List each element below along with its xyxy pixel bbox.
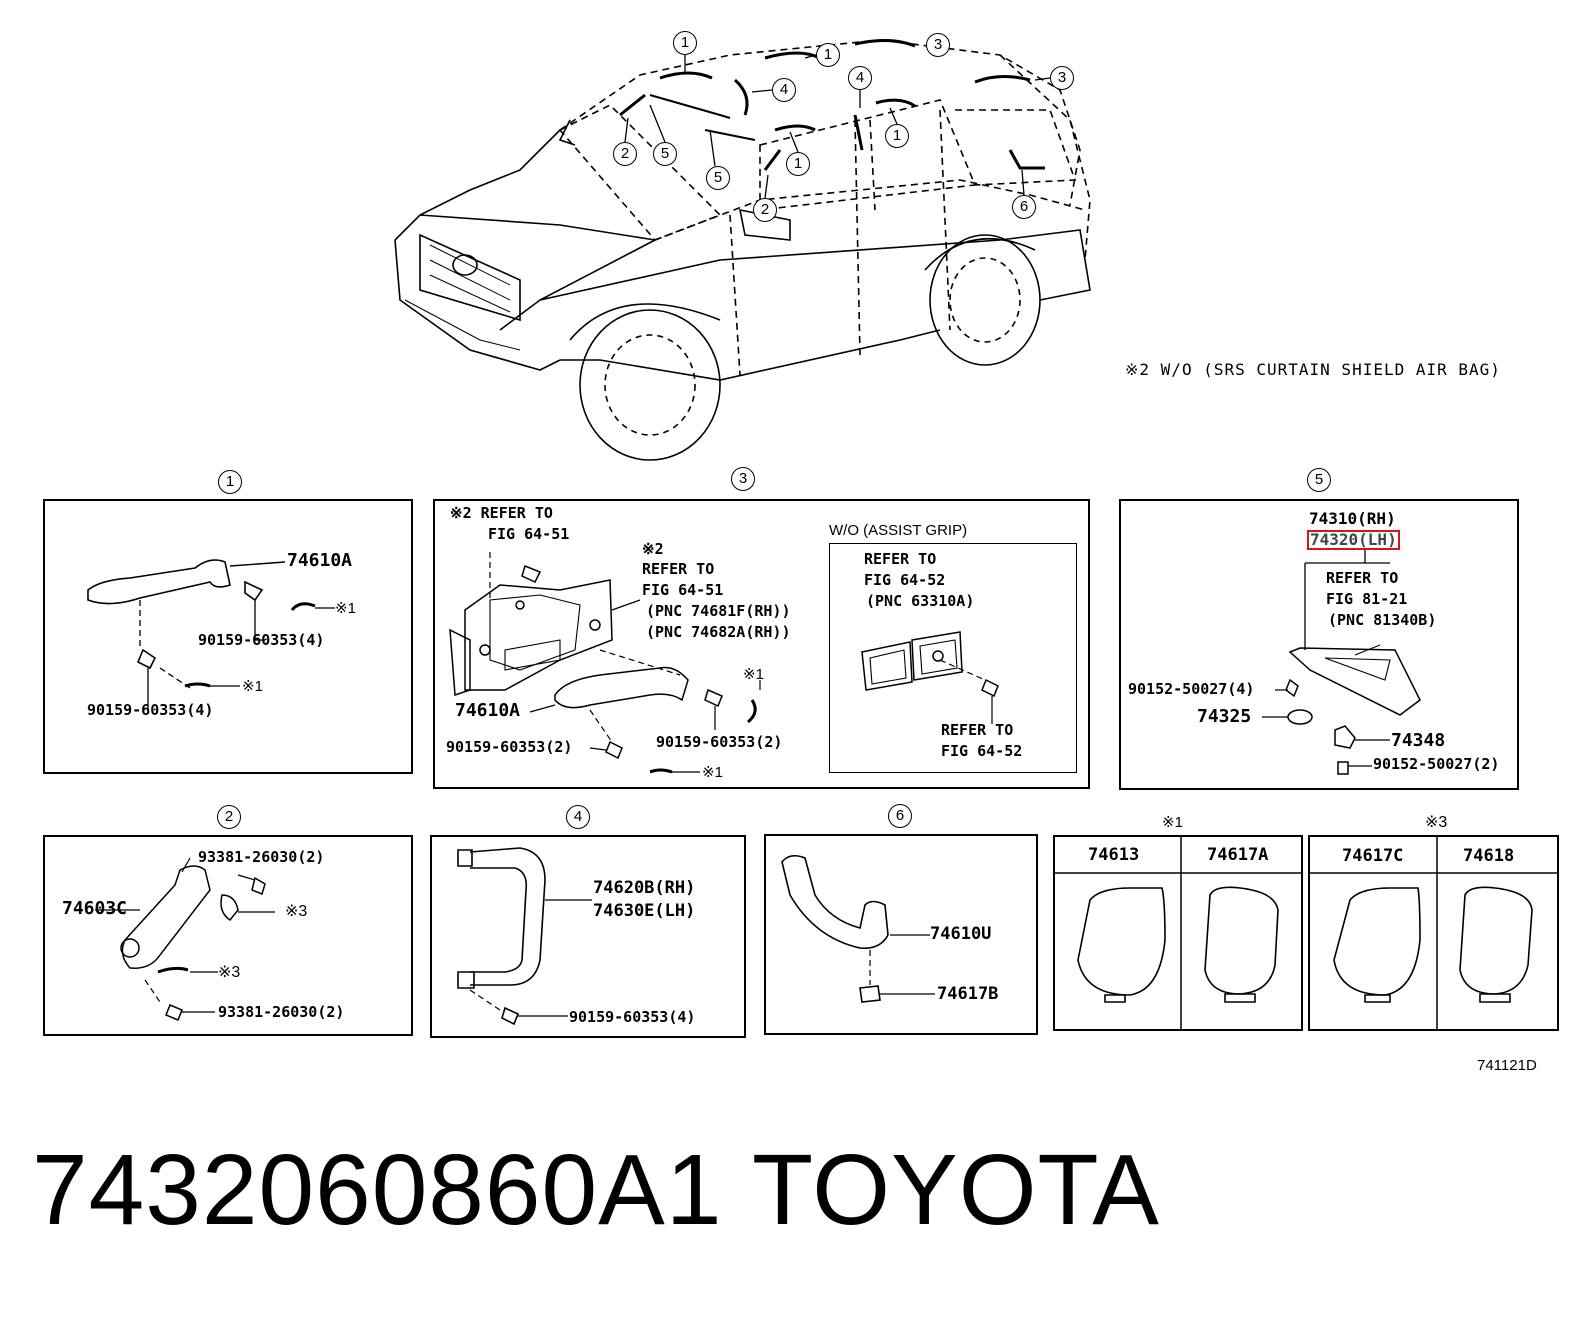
- panel2-note-3a: ※3: [285, 903, 308, 920]
- panel3-sub-ref-line2: FIG 64-52: [864, 571, 946, 589]
- caps1-col-74617A: 74617A: [1207, 845, 1269, 865]
- overview-callout-1: 1: [885, 124, 909, 148]
- panel6-frame: [764, 834, 1038, 1035]
- panel5-screw-upper: 90152-50027(4): [1128, 680, 1255, 698]
- overview-callout-2: 2: [613, 142, 637, 166]
- panel2-bolt-lower: 93381-26030(2): [218, 1003, 345, 1021]
- overview-callout-5: 5: [706, 166, 730, 190]
- caps3-frame: [1308, 835, 1559, 1031]
- panel5-screw-lower: 90152-50027(2): [1373, 755, 1500, 773]
- panel5-frame: [1119, 499, 1519, 790]
- panel4-part-lh: 74630E(LH): [593, 901, 696, 921]
- panel3-bolt-left: 90159-60353(2): [446, 738, 573, 756]
- overview-callout-6: 6: [1012, 195, 1036, 219]
- panel5-ref-line3: (PNC 81340B): [1328, 611, 1437, 629]
- panel2-number: 2: [217, 805, 241, 829]
- panel3-ref1-line1: ※2 REFER TO: [450, 504, 553, 522]
- panel5-part-74348: 74348: [1391, 730, 1446, 751]
- panel4-number: 4: [566, 805, 590, 829]
- panel2-frame: [43, 835, 413, 1036]
- panel6-art: [781, 854, 935, 1003]
- overview-callout-4: 4: [772, 78, 796, 102]
- panel3-sub-frame: [829, 543, 1077, 773]
- panel6-part-74610U: 74610U: [930, 924, 992, 944]
- panel2-part-74603C: 74603C: [62, 898, 128, 919]
- panel6-number: 6: [888, 804, 912, 828]
- panel4-art: [457, 847, 592, 1026]
- panel2-art: [95, 857, 275, 1021]
- panel1-art: [87, 559, 335, 710]
- overview-callout-3: 3: [1050, 66, 1074, 90]
- panel5-ref-line1: REFER TO: [1326, 569, 1399, 587]
- panel5-part-74325: 74325: [1197, 706, 1252, 727]
- panel3-sub-title: W/O (ASSIST GRIP): [829, 522, 968, 539]
- panel3-note-1b: ※1: [702, 764, 723, 781]
- panel3-sub-ref2-line1: REFER TO: [941, 721, 1014, 739]
- panel1-number: 1: [218, 470, 242, 494]
- panel4-part-rh: 74620B(RH): [593, 878, 696, 898]
- panel3-sub-ref-line1: REFER TO: [864, 550, 937, 568]
- overview-callout-2: 2: [753, 198, 777, 222]
- caps1-heading: ※1: [1162, 814, 1183, 831]
- panel3-art: [449, 552, 999, 774]
- panel5-art: [1262, 550, 1421, 775]
- panel3-note-1a: ※1: [743, 666, 764, 683]
- panel3-sub-ref2-line2: FIG 64-52: [941, 742, 1023, 760]
- panel1-bolt-upper: 90159-60353(4): [198, 631, 325, 649]
- footer-brand: TOYOTA: [752, 1134, 1160, 1246]
- panel5-number: 5: [1307, 468, 1331, 492]
- panel3-part-74610A: 74610A: [455, 700, 521, 721]
- panel6-part-74617B: 74617B: [937, 984, 999, 1004]
- panel5-part-lh-highlighted: 74320(LH): [1307, 530, 1400, 550]
- overview-callout-1: 1: [786, 152, 810, 176]
- panel3-sub-ref-line3: (PNC 63310A): [866, 592, 975, 610]
- panel5-part-rh: 74310(RH): [1309, 509, 1396, 528]
- panel2-bolt-upper: 93381-26030(2): [198, 848, 325, 866]
- panel3-number: 3: [731, 467, 755, 491]
- panel3-frame: [433, 499, 1090, 789]
- overview-callout-1: 1: [816, 43, 840, 67]
- panel3-ref2-line1: ※2: [642, 540, 664, 558]
- caps1-col-74613: 74613: [1088, 845, 1140, 865]
- panel1-note-1a: ※1: [335, 600, 356, 617]
- overview-note: ※2 W/O (SRS CURTAIN SHIELD AIR BAG): [1125, 360, 1501, 379]
- panel3-ref2-line3: FIG 64-51: [642, 581, 724, 599]
- footer-part-number: 7432060860A1: [32, 1134, 723, 1246]
- panel2-note-3b: ※3: [218, 964, 241, 981]
- overview-callout-1: 1: [673, 31, 697, 55]
- overview-callout-5: 5: [653, 142, 677, 166]
- panel3-bolt-right: 90159-60353(2): [656, 733, 783, 751]
- caps3-col-74617C: 74617C: [1342, 846, 1404, 866]
- caps-art: [1053, 835, 1558, 1030]
- panel3-ref2-line5: (PNC 74682A(RH)): [646, 623, 791, 641]
- panel1-part-74610A: 74610A: [287, 550, 353, 571]
- caps3-heading: ※3: [1425, 814, 1448, 831]
- panel4-frame: [430, 835, 746, 1038]
- panel3-ref1-line2: FIG 64-51: [488, 525, 570, 543]
- panel1-frame: [43, 499, 413, 774]
- panel4-bolt: 90159-60353(4): [569, 1008, 696, 1026]
- figure-code: 741121D: [1477, 1057, 1537, 1074]
- vehicle-illustration: [394, 39, 1091, 461]
- overview-callout-4: 4: [848, 66, 872, 90]
- overview-callout-3: 3: [926, 33, 950, 57]
- caps1-frame: [1053, 835, 1303, 1031]
- panel3-ref2-line2: REFER TO: [642, 560, 715, 578]
- panel5-ref-line2: FIG 81-21: [1326, 590, 1408, 608]
- panel1-bolt-lower: 90159-60353(4): [87, 701, 214, 719]
- panel3-ref2-line4: (PNC 74681F(RH)): [646, 602, 791, 620]
- caps3-col-74618: 74618: [1463, 846, 1515, 866]
- panel1-note-1b: ※1: [242, 678, 263, 695]
